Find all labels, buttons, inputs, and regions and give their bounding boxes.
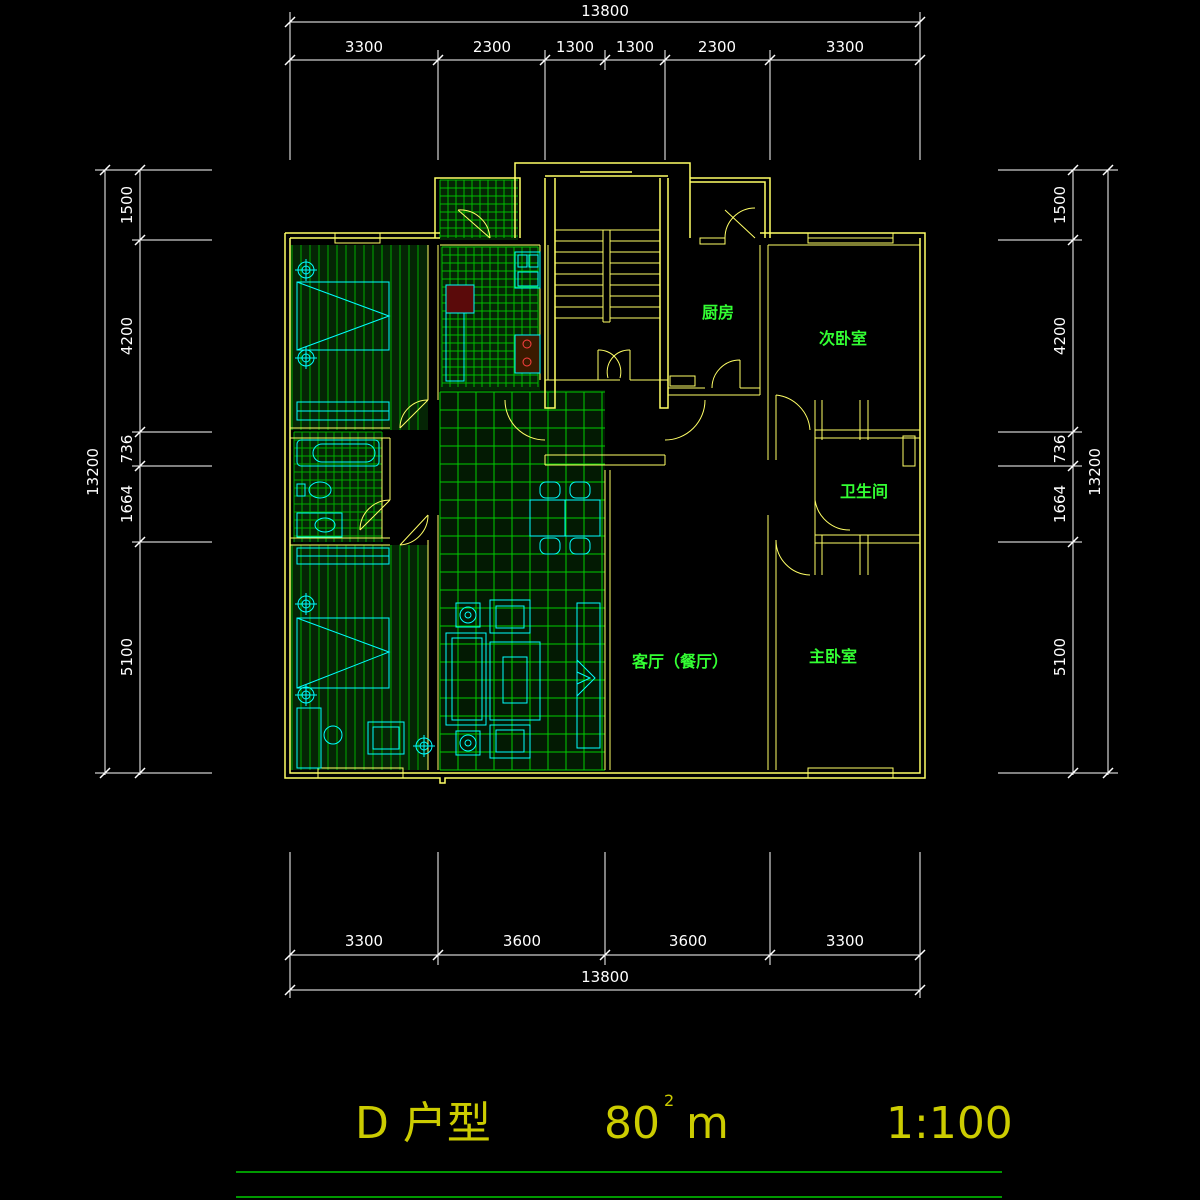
staircase — [555, 229, 660, 323]
dim-bottom-seg-3: 3600 — [669, 932, 707, 950]
plant-pots — [455, 602, 481, 756]
hatch-bedroom-upper — [290, 245, 428, 430]
dim-right-seg-1: 1500 — [1051, 186, 1069, 224]
hatch-bathroom-left — [293, 431, 383, 542]
dim-right-seg-3: 736 — [1051, 435, 1069, 464]
dim-left-seg-3: 736 — [118, 435, 136, 464]
dim-top-total: 13800 — [581, 2, 629, 20]
dim-top-seg-5: 2300 — [698, 38, 736, 56]
dim-bottom-seg-4: 3300 — [826, 932, 864, 950]
area-superscript: 2 — [664, 1091, 674, 1110]
dim-left-seg-5: 5100 — [118, 638, 136, 676]
nightstand-lamps — [295, 259, 435, 757]
dim-left-seg-4: 1664 — [118, 485, 136, 523]
dim-right-seg-5: 5100 — [1051, 638, 1069, 676]
dimension-right — [998, 164, 1118, 779]
room-label-master-bedroom: 主卧室 — [809, 647, 857, 666]
hatch-living-floor — [439, 390, 605, 771]
door-swings — [359, 207, 851, 576]
wardrobe-lower — [296, 547, 390, 565]
hatch-balcony — [439, 179, 518, 240]
dining-set — [529, 481, 601, 555]
kitchen-fixtures — [445, 251, 541, 382]
dimension-top — [284, 12, 926, 160]
dimension-left — [95, 164, 212, 779]
interior-walls — [290, 244, 920, 770]
room-label-second-bedroom: 次卧室 — [819, 329, 867, 348]
area-unit: m — [686, 1098, 729, 1149]
dim-left-total: 13200 — [84, 448, 102, 496]
wardrobe-upper — [296, 401, 390, 421]
dim-top-seg-1: 3300 — [345, 38, 383, 56]
dim-right-total: 13200 — [1086, 448, 1104, 496]
bed-lower — [296, 617, 391, 689]
bathtub — [296, 439, 380, 467]
bed-upper — [296, 281, 391, 351]
dim-right-seg-2: 4200 — [1051, 317, 1069, 355]
dim-top-seg-4: 1300 — [616, 38, 654, 56]
unit-type-label: D 户型 — [355, 1098, 491, 1149]
room-label-bathroom: 卫生间 — [840, 482, 888, 501]
dim-left-seg-1: 1500 — [118, 186, 136, 224]
sofa-set — [445, 599, 601, 759]
room-label-kitchen: 厨房 — [702, 303, 734, 322]
dim-bottom-seg-1: 3300 — [345, 932, 383, 950]
dim-top-seg-3: 1300 — [556, 38, 594, 56]
dim-bottom-seg-2: 3600 — [503, 932, 541, 950]
dimension-bottom — [284, 852, 926, 998]
windows — [317, 232, 916, 779]
dim-right-seg-4: 1664 — [1051, 485, 1069, 523]
dim-bottom-total: 13800 — [581, 968, 629, 986]
hatch-bedroom-lower — [290, 545, 428, 770]
area-number: 80 — [604, 1098, 660, 1149]
washbasin — [296, 512, 343, 538]
title-underlines — [236, 1171, 1002, 1198]
dim-top-seg-2: 2300 — [473, 38, 511, 56]
scale-label: 1:100 — [886, 1098, 1013, 1149]
toilet — [296, 481, 332, 499]
dim-top-seg-6: 3300 — [826, 38, 864, 56]
dim-left-seg-2: 4200 — [118, 317, 136, 355]
desk-chair-lower — [296, 707, 405, 769]
room-label-living: 客厅（餐厅） — [632, 652, 728, 671]
